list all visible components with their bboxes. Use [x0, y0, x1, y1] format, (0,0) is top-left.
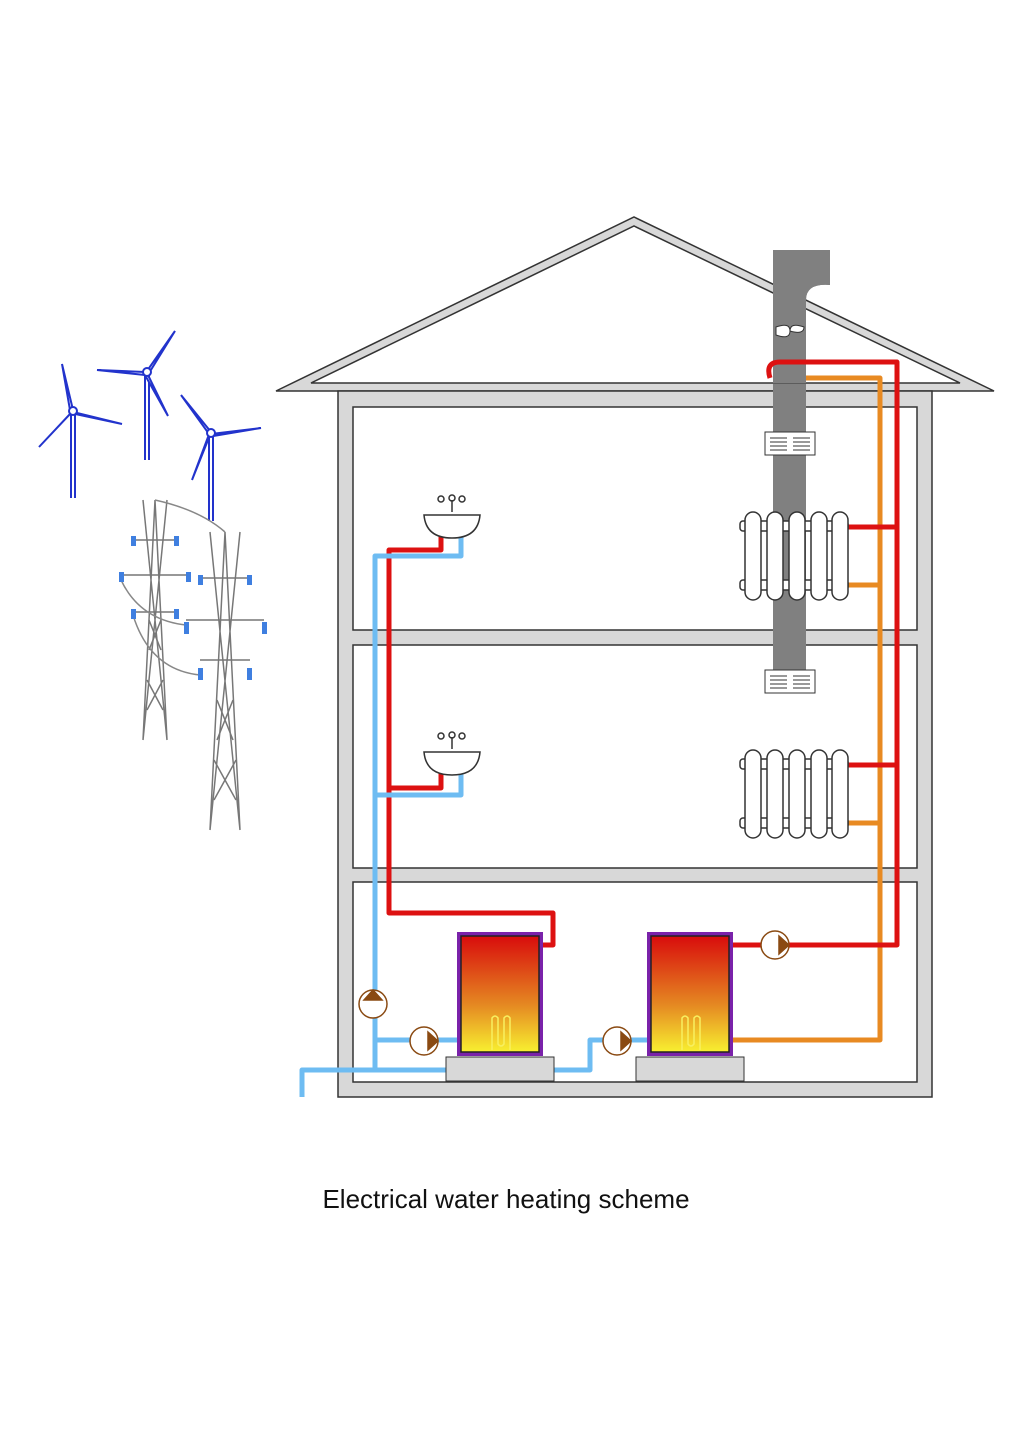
house-walls	[337, 384, 933, 1098]
diagram-caption: Electrical water heating scheme	[0, 1184, 1024, 1215]
pylon-icon	[121, 499, 189, 741]
power-pylons	[119, 499, 267, 831]
heating-element-icon	[491, 1015, 511, 1050]
heating-boiler-tank	[635, 932, 745, 1082]
circulation-pump-icon	[760, 930, 791, 960]
wind-turbine-icon	[180, 394, 262, 521]
heating-element-icon	[681, 1015, 701, 1050]
radiator-icon	[739, 749, 849, 839]
circulation-pump-icon	[358, 988, 388, 1019]
cold-water-pipe	[299, 520, 657, 1097]
sink-icon	[423, 494, 481, 539]
heating-return-pipe	[733, 375, 883, 1043]
roof	[275, 216, 995, 392]
circulation-pump-icon	[602, 1026, 633, 1056]
hot-water-boiler-tank	[445, 932, 555, 1082]
sink-icon	[423, 731, 481, 776]
caption-text: Electrical water heating scheme	[322, 1184, 690, 1214]
heating-flow-pipe	[733, 359, 900, 948]
pylon-icon	[186, 531, 264, 831]
circulation-pump-icon	[409, 1026, 440, 1056]
wind-turbines	[38, 330, 262, 521]
vent-icon	[764, 431, 816, 456]
vent-icon	[764, 669, 816, 694]
radiator-icon	[739, 511, 849, 601]
wind-turbine-icon	[38, 363, 123, 498]
wind-turbine-icon	[96, 330, 176, 460]
